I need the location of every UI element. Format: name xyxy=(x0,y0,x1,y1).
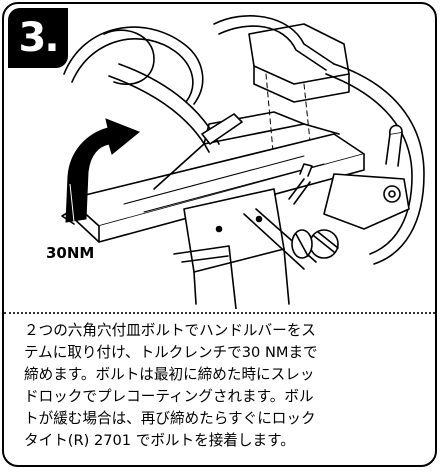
torque-value-label: 30NM xyxy=(44,244,97,262)
step-number-badge: 3. xyxy=(8,8,68,68)
assembly-illustration xyxy=(61,15,425,309)
instruction-text: ２つの六角穴付皿ボルトでハンドルバーをス テムに取り付け、トルクレンチで30 N… xyxy=(24,322,318,449)
rotation-arrow-icon xyxy=(65,118,140,223)
instruction-panel: 3. 30NM ２つの六角穴付皿ボルトでハンドルバーをス テムに取り付け、トルク… xyxy=(2,2,437,467)
section-divider xyxy=(4,312,435,314)
